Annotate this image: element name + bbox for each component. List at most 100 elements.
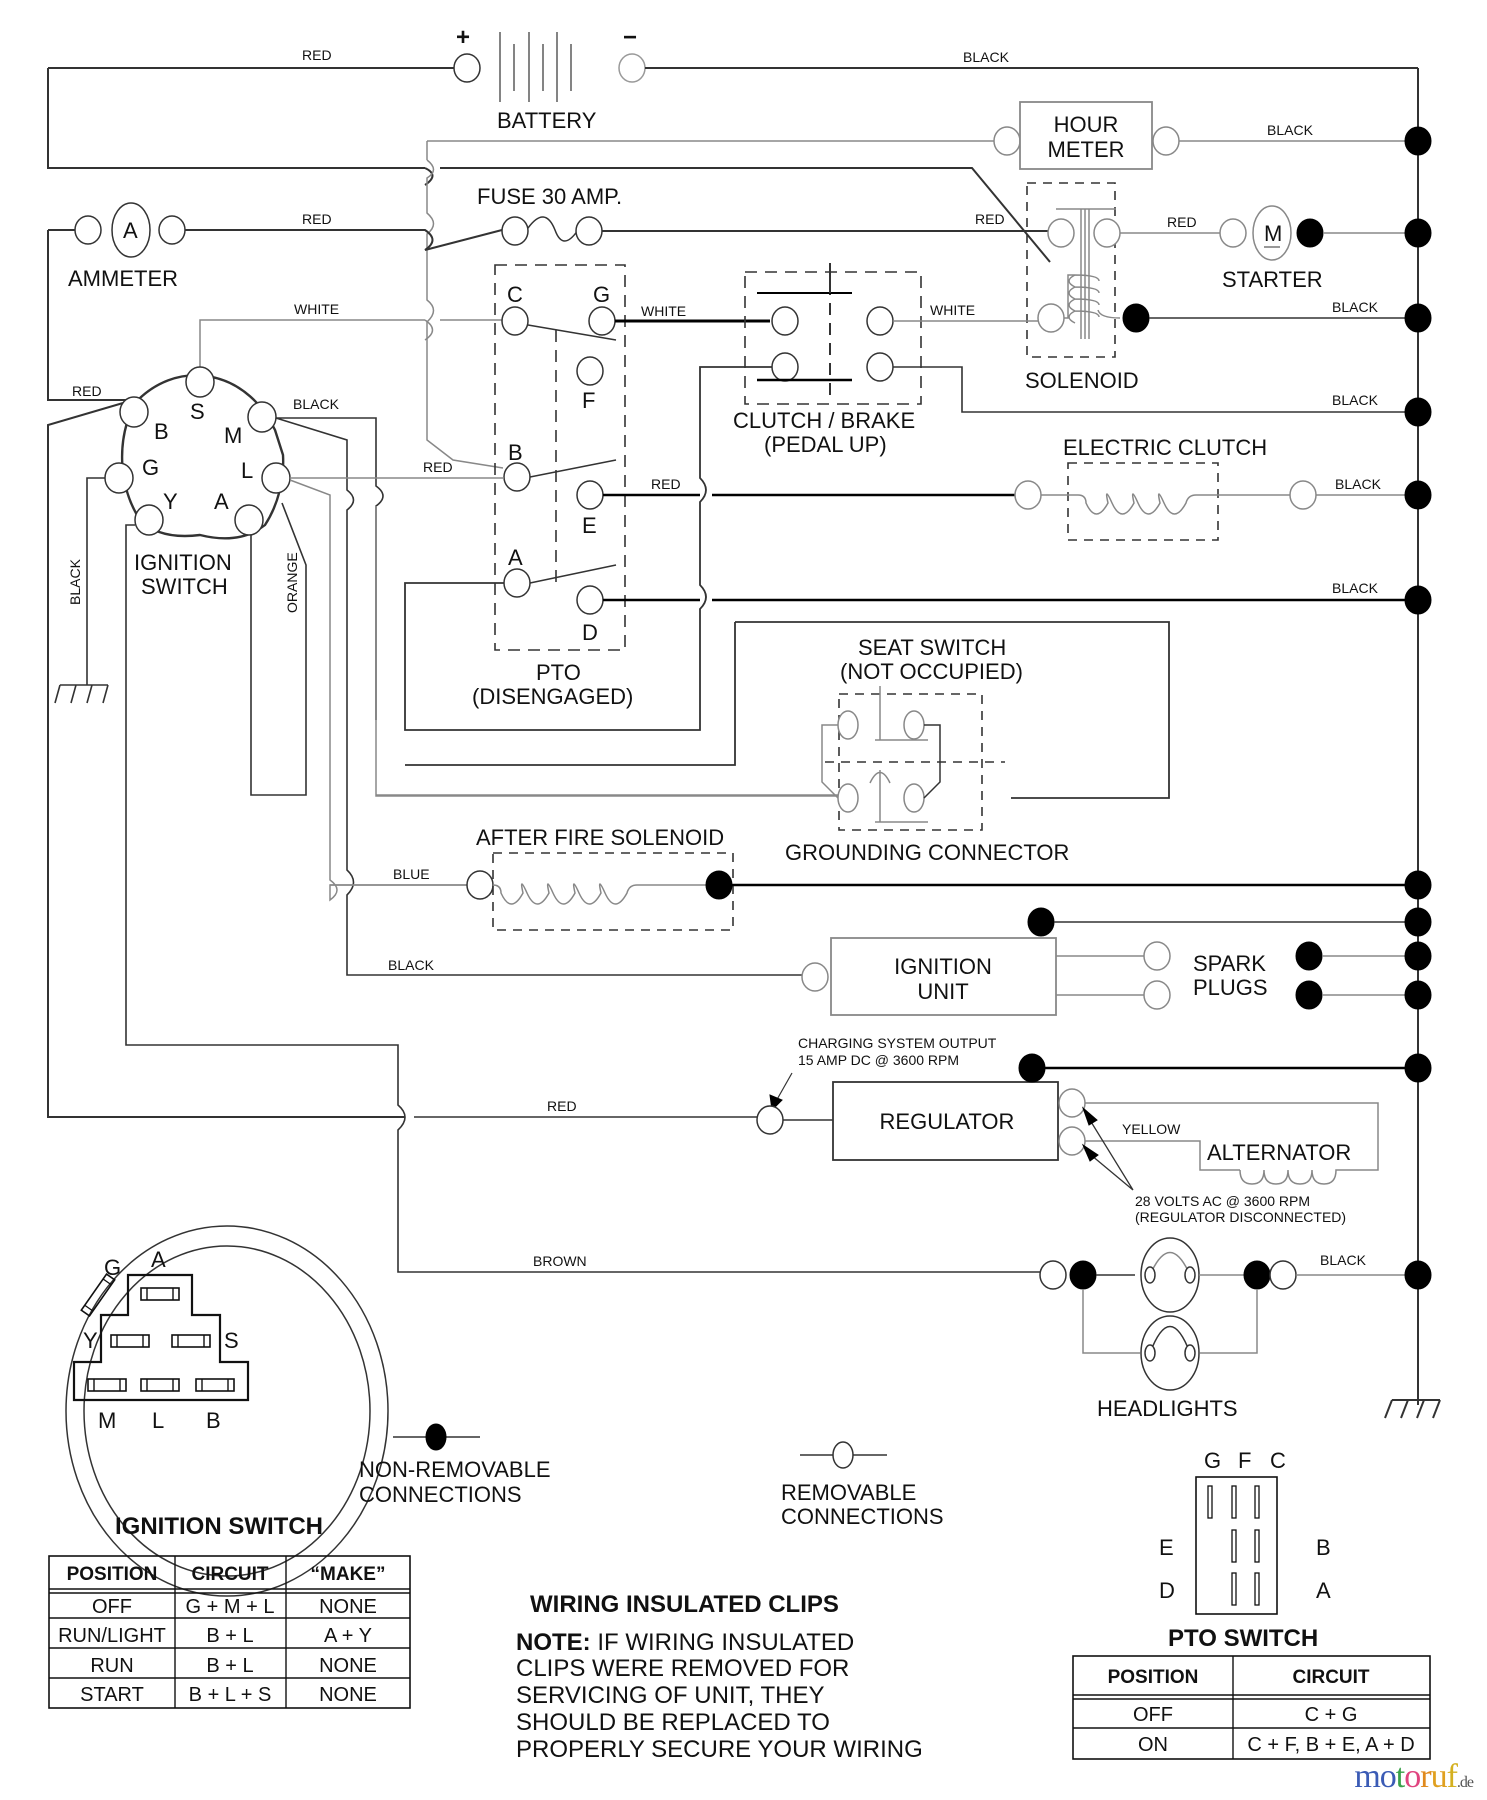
ign-detail-s: S (224, 1328, 239, 1353)
watermark-suffix: .de (1456, 1774, 1474, 1791)
watermark-letters: motoruf (1354, 1758, 1458, 1795)
alternator-coil-icon (1239, 1169, 1343, 1185)
pto-switch-table: PTO SWITCH POSITION CIRCUIT OFF C + G ON… (1072, 1625, 1431, 1760)
ign-terminal-g: G (142, 455, 159, 480)
ignition-table-header: POSITION (67, 1564, 158, 1585)
ignition-unit-label-2: UNIT (917, 979, 968, 1004)
ign-detail-g: G (104, 1255, 121, 1280)
wire-label: RED (651, 476, 681, 492)
fuse: FUSE 30 AMP. RED (477, 184, 1048, 246)
ign-detail-b: B (206, 1408, 221, 1433)
ignition-table-title: IGNITION SWITCH (115, 1513, 323, 1540)
spark-plugs-label-2: PLUGS (1193, 975, 1268, 1000)
watermark-letter: f (1446, 1758, 1458, 1795)
clutch-coil-icon (1041, 493, 1290, 515)
table-cell: RUN/LIGHT (58, 1625, 166, 1647)
ign-terminal-a: A (214, 489, 229, 514)
alternator-label: ALTERNATOR (1207, 1140, 1351, 1165)
table-cell: RUN (90, 1655, 133, 1677)
wire-label: BLACK (1332, 580, 1379, 596)
pto-detail-g: G (1204, 1448, 1221, 1473)
hour-meter-label-1: HOUR (1054, 112, 1119, 137)
table-cell: C + F, B + E, A + D (1247, 1734, 1414, 1756)
watermark-letter: o (1379, 1758, 1397, 1795)
charging-output-label-1: CHARGING SYSTEM OUTPUT (798, 1035, 997, 1051)
wiring-clips-note-line: NOTE: IF WIRING INSULATED (516, 1629, 854, 1656)
wire-label: RED (302, 47, 332, 63)
ignition-switch-table: IGNITION SWITCH POSITION CIRCUIT “MAKE” … (48, 1513, 411, 1709)
table-row: RUN B + L NONE (90, 1655, 377, 1677)
alternator-ac-label-2: (REGULATOR DISCONNECTED) (1135, 1209, 1346, 1225)
ign-detail-m: M (98, 1408, 116, 1433)
battery-negative-terminal (618, 53, 646, 83)
seat-switch-label-2: (NOT OCCUPIED) (840, 659, 1023, 684)
pto-table-title: PTO SWITCH (1168, 1625, 1318, 1652)
removable-connection-icon (832, 1441, 854, 1469)
starter-label: STARTER (1222, 267, 1323, 292)
ignition-table-header: CIRCUIT (191, 1564, 268, 1585)
watermark-letter: u (1430, 1758, 1448, 1795)
table-cell: NONE (319, 1655, 377, 1677)
wire-label: BLACK (1335, 476, 1382, 492)
ign-detail-y: Y (83, 1328, 98, 1353)
legend-non-removable-1: NON-REMOVABLE (359, 1457, 551, 1482)
regulator-label: REGULATOR (880, 1109, 1015, 1134)
battery-positive-symbol: + (456, 24, 470, 51)
wire-label: BLACK (293, 396, 340, 412)
spark-plugs-label-1: SPARK (1193, 951, 1266, 976)
wire-label: BROWN (533, 1253, 587, 1269)
pto-switch: C G F B E A D PTO (DISENGAGED) (472, 264, 633, 709)
wiring-clips-note-line: PROPERLY SECURE YOUR WIRING (516, 1736, 923, 1763)
wire-label: ORANGE (284, 552, 300, 613)
ignition-unit-label-1: IGNITION (894, 954, 992, 979)
table-row: RUN/LIGHT B + L A + Y (58, 1625, 372, 1647)
pto-table-header: CIRCUIT (1292, 1667, 1369, 1688)
note-prefix: NOTE: (516, 1629, 591, 1656)
after-fire-coil-icon (492, 883, 712, 905)
hour-meter-label-2: METER (1048, 137, 1125, 162)
regulator: CHARGING SYSTEM OUTPUT 15 AMP DC @ 3600 … (48, 1035, 1432, 1161)
wire-label: BLACK (388, 957, 435, 973)
battery-cells-icon (499, 32, 572, 102)
pto-detail-f: F (1238, 1448, 1251, 1473)
pto-terminal-g: G (593, 282, 610, 307)
table-cell: A + Y (324, 1625, 372, 1647)
wire-label: RED (423, 459, 453, 475)
legend: NON-REMOVABLE CONNECTIONS REMOVABLE CONN… (359, 1423, 944, 1529)
ign-terminal-m: M (224, 423, 242, 448)
ign-label-1: IGNITION (134, 550, 232, 575)
table-cell: C + G (1305, 1704, 1358, 1726)
watermark-letter: o (1404, 1758, 1421, 1795)
wire-label: YELLOW (1122, 1121, 1181, 1137)
ign-terminal-y: Y (163, 489, 178, 514)
ign-terminal-b: B (154, 419, 169, 444)
pto-detail-c: C (1270, 1448, 1286, 1473)
wire-label: BLUE (393, 866, 430, 882)
table-row: START B + L + S NONE (80, 1684, 377, 1706)
ign-detail-l: L (152, 1408, 164, 1433)
wire-label: WHITE (294, 301, 339, 317)
solenoid: SOLENOID (1025, 182, 1150, 393)
table-cell: NONE (319, 1684, 377, 1706)
ign-detail-a: A (151, 1247, 166, 1272)
watermark-letter: r (1420, 1758, 1431, 1795)
ignition-unit: IGNITION UNIT SPARK PLUGS (801, 907, 1432, 1016)
pto-label-1: PTO (536, 660, 581, 685)
clutch-brake-switch: CLUTCH / BRAKE (PEDAL UP) (733, 263, 922, 457)
battery: RED + − BATTERY BLACK (48, 24, 1418, 133)
table-cell: G + M + L (186, 1596, 275, 1618)
alternator-ac-label-1: 28 VOLTS AC @ 3600 RPM (1135, 1193, 1310, 1209)
battery-negative-symbol: − (623, 24, 637, 51)
seat-switch-label-1: SEAT SWITCH (858, 635, 1006, 660)
wiring-clips-note-line: SHOULD BE REPLACED TO (516, 1709, 830, 1736)
ign-terminal-l: L (241, 458, 253, 483)
wiring-clips-note-line: CLIPS WERE REMOVED FOR (516, 1655, 849, 1682)
wire-label: BLACK (963, 49, 1010, 65)
headlights-label: HEADLIGHTS (1097, 1396, 1238, 1421)
ignition-switch-detail: G A Y S M L B (65, 1225, 389, 1597)
ammeter-label: AMMETER (68, 266, 178, 291)
wire-label: WHITE (930, 302, 975, 318)
starter: M STARTER (1219, 205, 1432, 292)
wiring-clips-note-line: SERVICING OF UNIT, THEY (516, 1682, 825, 1709)
